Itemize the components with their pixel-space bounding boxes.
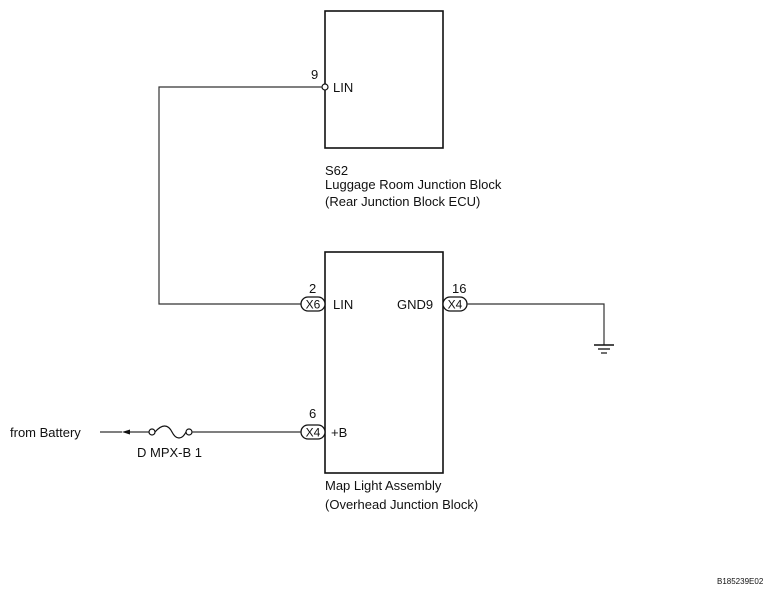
lin-pin-label: LIN	[333, 297, 353, 312]
lower-block-name: Map Light Assembly	[325, 478, 442, 493]
upper-block-subname: (Rear Junction Block ECU)	[325, 194, 480, 209]
figure-id: B185239E02	[717, 577, 764, 586]
luggage-room-junction-block	[324, 10, 444, 149]
upper-pin-terminal	[321, 83, 329, 91]
lin-wire	[158, 86, 322, 305]
lin-connector-badge	[300, 296, 326, 312]
battery-arrow-icon	[122, 429, 130, 435]
upper-pin-label: LIN	[333, 80, 353, 95]
ground-wire	[467, 303, 605, 345]
upper-block-code: S62	[325, 163, 348, 178]
fuse-label: D MPX-B 1	[137, 445, 202, 460]
b-connector-code: X4	[306, 426, 321, 440]
lin-connector-code: X6	[306, 298, 321, 312]
upper-block-name: Luggage Room Junction Block	[325, 177, 502, 192]
fuse-symbol	[148, 425, 193, 439]
b-pin-label: +B	[331, 425, 347, 440]
battery-label: from Battery	[10, 425, 81, 440]
gnd-connector-code: X4	[448, 298, 463, 312]
b-pin-number: 6	[309, 406, 316, 421]
gnd-pin-label: GND9	[397, 297, 433, 312]
lin-pin-number: 2	[309, 281, 316, 296]
gnd-pin-number: 16	[452, 281, 466, 296]
upper-pin-number: 9	[311, 67, 318, 82]
lower-block-subname: (Overhead Junction Block)	[325, 497, 478, 512]
ground-symbol	[594, 344, 614, 354]
map-light-assembly-block	[324, 251, 444, 474]
